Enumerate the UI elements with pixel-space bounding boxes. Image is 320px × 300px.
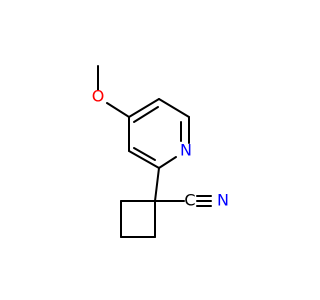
bonds [97, 65, 212, 238]
bond-c4-c5-double [128, 98, 160, 118]
oxygen-atom-label: O [92, 87, 105, 106]
bond-n1-c2 [158, 156, 177, 169]
nitrile-nitrogen-atom-label: N [217, 191, 229, 210]
molecule-structure: O N C N [92, 65, 229, 238]
bond-c4-c5-inner [133, 106, 159, 123]
molecule-canvas: O N C N [91, 65, 229, 238]
bond-c2-quaternary-carbon [154, 167, 160, 202]
bond-c5-c6 [158, 98, 190, 118]
bond-o-c4 [106, 102, 130, 118]
ring-nitrogen-atom-label: N [180, 141, 192, 160]
nitrile-carbon-atom-label: C [184, 191, 195, 210]
bond-c2-c3-double [128, 150, 160, 169]
bond-c2-c3-inner [133, 147, 156, 161]
